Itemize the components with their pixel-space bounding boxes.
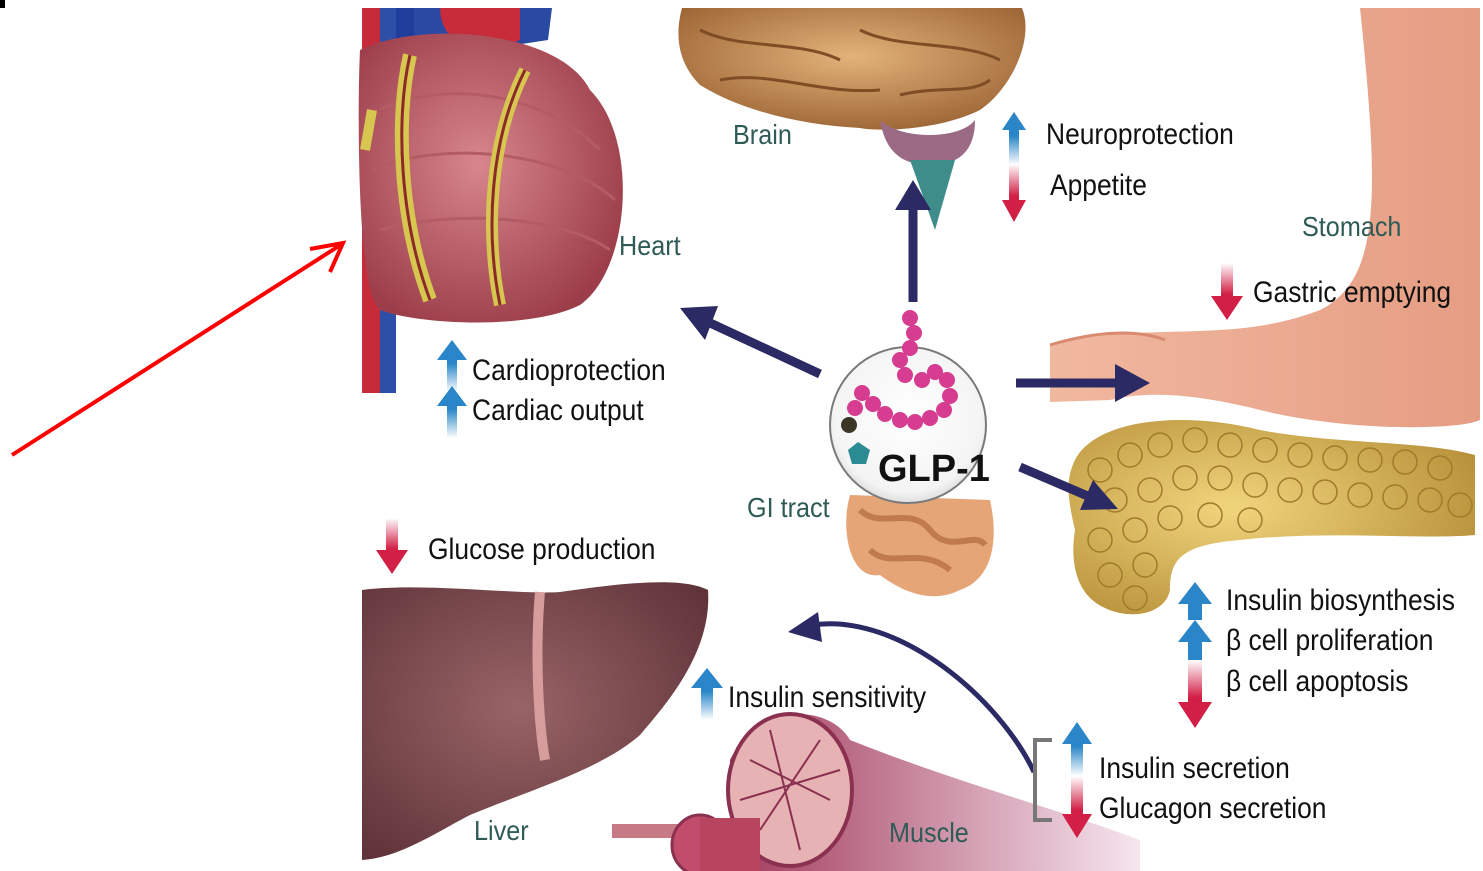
corner-mark: [0, 0, 5, 8]
down-arrow-icon: [1178, 660, 1212, 728]
up-arrow-icon: [1178, 582, 1212, 620]
organ-label-stomach: Stomach: [1302, 213, 1401, 241]
up-arrow-icon: [437, 340, 467, 392]
down-arrow-icon: [1002, 164, 1026, 222]
red-pointer-arrow-icon: [12, 243, 343, 455]
effect-label-cardioprotection: Cardioprotection: [472, 356, 666, 386]
gi-tract-illustration: [846, 495, 994, 596]
effect-label-beta-cell-apoptosis: β cell apoptosis: [1226, 667, 1408, 697]
effect-label-insulin-secretion: Insulin secretion: [1099, 754, 1290, 784]
organ-label-brain: Brain: [733, 121, 792, 149]
organ-label-heart: Heart: [619, 232, 681, 260]
up-arrow-icon: [437, 386, 467, 438]
heart-illustration: [359, 8, 623, 393]
effect-label-appetite: Appetite: [1050, 171, 1147, 201]
organ-label-muscle: Muscle: [889, 819, 969, 847]
up-arrow-icon: [1062, 722, 1092, 776]
effect-label-glucose-production: Glucose production: [428, 535, 655, 565]
liver-illustration: [362, 582, 708, 860]
effect-label-insulin-sensitivity: Insulin sensitivity: [728, 683, 926, 713]
up-arrow-icon: [1002, 112, 1026, 165]
muscle-illustration: [612, 714, 1140, 871]
effect-label-insulin-biosynthesis: Insulin biosynthesis: [1226, 586, 1455, 616]
organ-label-liver: Liver: [474, 817, 529, 845]
effect-label-gastric-emptying: Gastric emptying: [1253, 278, 1451, 308]
effect-label-cardiac-output: Cardiac output: [472, 396, 644, 426]
down-arrow-icon: [376, 518, 408, 574]
effect-label-beta-cell-proliferation: β cell proliferation: [1226, 626, 1433, 656]
effect-label-glucagon-secretion: Glucagon secretion: [1099, 794, 1326, 824]
stomach-illustration: [1050, 8, 1480, 427]
down-arrow-icon: [1211, 263, 1243, 320]
glp1-label: GLP-1: [878, 450, 990, 488]
up-arrow-icon: [691, 668, 723, 720]
effect-label-neuroprotection: Neuroprotection: [1046, 120, 1234, 150]
organ-label-gi-tract: GI tract: [747, 494, 830, 522]
up-arrow-icon: [1178, 620, 1212, 660]
brain-illustration: [678, 8, 1025, 230]
